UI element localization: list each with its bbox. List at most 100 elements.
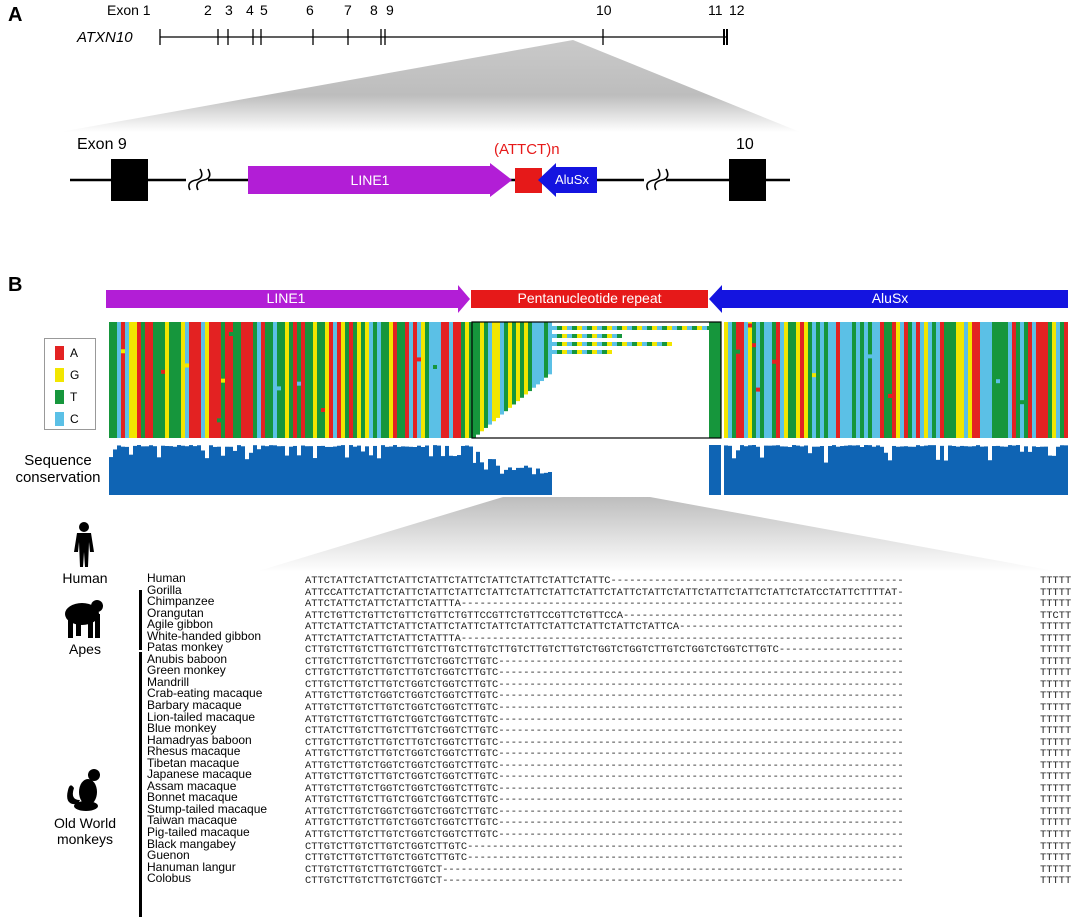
line1-arrow — [248, 163, 512, 197]
alignment-column — [597, 334, 602, 338]
conservation-bar — [309, 446, 313, 495]
conservation-bar — [740, 445, 744, 495]
alignment-column — [592, 334, 597, 338]
species-name: White-handed gibbon — [147, 628, 262, 643]
alignment-column — [617, 334, 622, 338]
conservation-bar — [201, 450, 205, 495]
conservation-bar — [744, 446, 748, 495]
alignment-column — [900, 322, 904, 438]
conservation-bar — [297, 455, 301, 495]
alignment-column — [137, 322, 141, 438]
alignment-column — [381, 322, 385, 438]
group-icons — [65, 522, 103, 811]
species-name: Stump-tailed macaque — [147, 801, 268, 816]
alignment-column — [177, 322, 181, 438]
conservation-bar — [1044, 446, 1048, 495]
alignment-column — [249, 322, 253, 438]
sequence-gap: ------------------------------------ — [679, 621, 904, 634]
alignment-column — [129, 322, 133, 438]
sequence-text: ATTGTCTTGTCTGGTCTGGTCTGGTCTTGTC — [305, 759, 499, 772]
conservation-bar — [892, 445, 896, 495]
sequence-gap: -------------------- — [778, 644, 904, 657]
conservation-bar — [864, 445, 868, 495]
sequence-text: ATTGTCTTGTCTTGTCTGGTCTGGTCTTGTC — [305, 817, 499, 830]
legend-base-label: A — [70, 346, 79, 360]
conservation-bar — [992, 446, 996, 495]
alignment-column — [928, 322, 932, 438]
sequence-text: CTTGTCTTGTCTTGTCTGGTCT — [305, 875, 443, 888]
conservation-bar — [289, 446, 293, 495]
alignment-column — [492, 322, 496, 422]
species-name: Green monkey — [147, 663, 226, 678]
alignment-column — [217, 322, 221, 438]
alignment-column — [313, 322, 317, 438]
conservation-bar — [257, 449, 261, 495]
alignment-column — [413, 322, 417, 438]
sequence-row: ATTGTCTTGTCTTGTCTGGTCTGGTCTTGTC---------… — [305, 772, 904, 784]
alignment-column — [241, 322, 245, 438]
alignment-column — [417, 357, 421, 362]
conservation-bar — [401, 446, 405, 495]
alignment-column — [245, 322, 249, 438]
sequence-row: CTTGTCTTGTCTTGTCTGGTCTTGTC--------------… — [305, 852, 904, 865]
alignment-column — [453, 322, 457, 438]
alignment-column — [365, 322, 369, 438]
alignment-column — [265, 322, 269, 438]
conservation-bar — [369, 455, 373, 495]
conservation-bar — [153, 446, 157, 495]
alignment-column — [776, 322, 780, 438]
alignment-column — [672, 326, 677, 330]
alignment-column — [896, 322, 900, 438]
alignment-column — [393, 322, 397, 438]
sequence-gap: ----------------------------------------… — [623, 609, 904, 622]
sequence-gap: ----------------------------------------… — [498, 725, 904, 738]
conservation-bar — [461, 445, 465, 495]
alignment-column — [592, 342, 597, 346]
alignment-column — [808, 322, 812, 438]
alignment-column — [960, 322, 964, 438]
conservation-bar — [349, 445, 353, 495]
sequence-text: ATTGTCTTGTCTGGTCTGGTCTGGTCTTGTC — [305, 690, 499, 703]
alignment-column — [141, 322, 145, 438]
alignment-column — [409, 322, 413, 438]
conservation-bar — [476, 451, 480, 495]
alignment-column — [562, 350, 567, 354]
conservation-bar — [912, 446, 916, 495]
alignment-column — [237, 322, 241, 438]
alignment-column — [840, 322, 844, 438]
alignment-column — [233, 322, 237, 438]
conservation-bar — [904, 446, 908, 495]
conservation-bar — [409, 446, 413, 495]
species-name: Guenon — [147, 848, 190, 863]
conservation-bar — [1028, 451, 1032, 495]
conservation-bar — [1052, 455, 1056, 495]
conservation-bar — [1032, 446, 1036, 495]
sequence-row: ATTGTCTTGTCTTGTCTGGTCTGGTCTTGTC---------… — [305, 714, 904, 727]
conservation-bar — [736, 450, 740, 495]
alignment-column — [667, 326, 672, 330]
conservation-bar — [756, 446, 760, 495]
alignment-column — [221, 378, 225, 383]
sequence-row: CTTGTCTTGTCTTGTCTTGTCTGGTCTTGTC---------… — [305, 737, 904, 750]
alignment-column — [572, 342, 577, 346]
alignment-column — [109, 322, 113, 438]
sequence-gap: ----------------------------------------… — [498, 817, 904, 830]
alignment-column — [289, 322, 293, 438]
conservation-bar — [880, 446, 884, 495]
conservation-bar — [317, 445, 321, 495]
alignment-column — [976, 322, 980, 438]
sequence-gap: ----------------------------------------… — [498, 690, 904, 703]
exon-number: 11 — [708, 2, 723, 18]
conservation-bar — [113, 449, 117, 495]
alignment-column — [936, 322, 940, 438]
sequence-text: ATTCTATTCTATTCTATTCTATTCTATTCTATTCTATTCT… — [305, 575, 611, 587]
conservation-bar — [453, 456, 457, 495]
zoom-exon10-label: 10 — [736, 136, 754, 153]
alignment-column — [500, 322, 504, 415]
alignment-column — [724, 322, 728, 438]
alignment-column — [577, 334, 582, 338]
alignment-column — [627, 326, 632, 330]
conservation-bar — [397, 446, 401, 495]
conservation-bar — [469, 446, 473, 495]
alignment-column — [437, 322, 441, 438]
